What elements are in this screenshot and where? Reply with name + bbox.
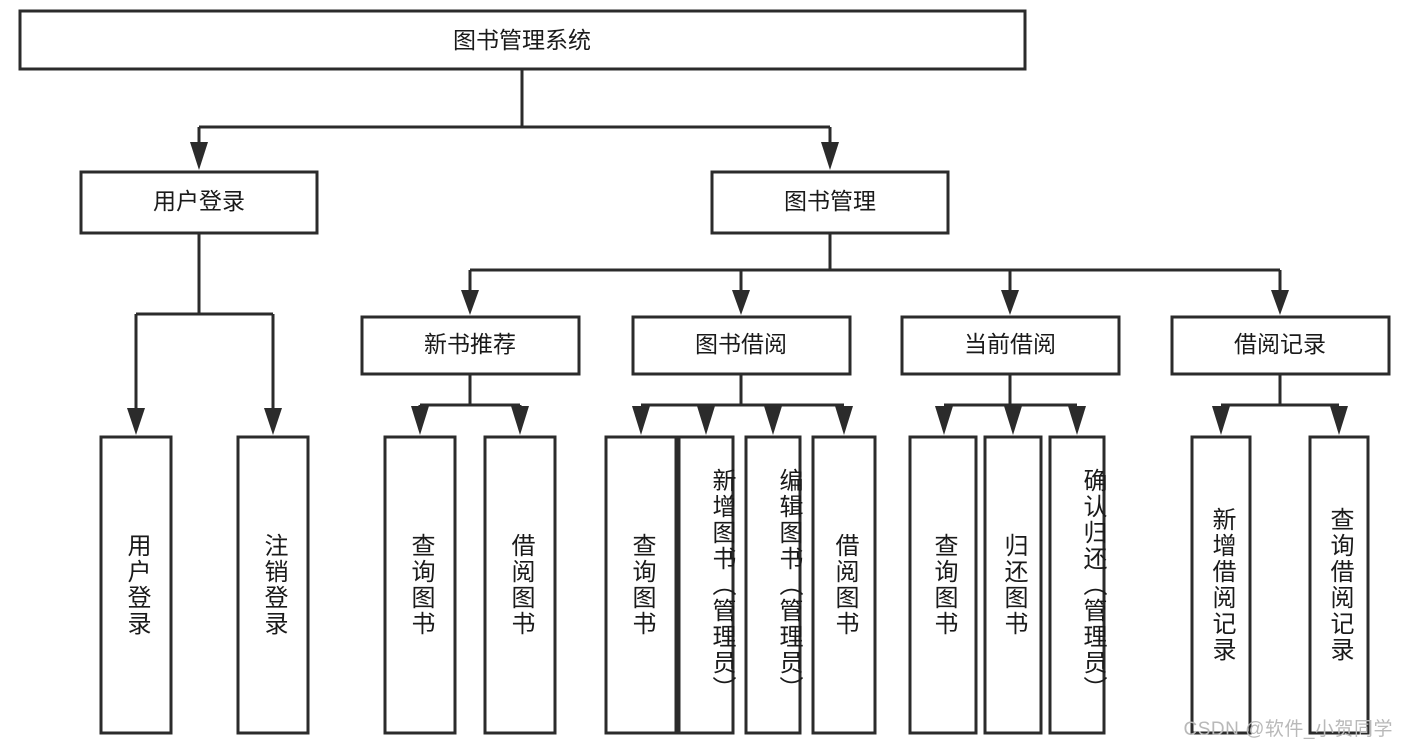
node-label-root: 图书管理系统 (453, 27, 591, 53)
node-label-book-management: 图书管理 (784, 188, 876, 214)
arrow-leaf-user-login (127, 408, 145, 435)
leaf-box-bookborrow-add[interactable] (677, 435, 735, 735)
leaf-box-newbook-query[interactable] (383, 435, 457, 735)
arrow-leaf-nb-borrow (511, 406, 529, 435)
csdn-watermark: CSDN @软件_小贺同学 (1183, 719, 1393, 740)
leaf-box-bookborrow-edit[interactable] (744, 435, 802, 735)
node-label-new-book-recommend: 新书推荐 (424, 331, 516, 357)
node-box-book-borrow[interactable] (631, 315, 852, 376)
node-label-book-borrow: 图书借阅 (695, 331, 787, 357)
node-box-book-management[interactable] (710, 170, 950, 235)
arrow-leaf-logout (264, 408, 282, 435)
node-label-user-login: 用户登录 (153, 188, 245, 214)
leaf-box-currentborrow-query[interactable] (908, 435, 978, 735)
leaf-box-borrowrecord-add[interactable] (1190, 435, 1252, 735)
node-box-root[interactable] (18, 9, 1027, 71)
arrow-leaf-cb-query (935, 406, 953, 435)
connectors-layer (127, 69, 1348, 435)
arrow-to-current-borrow (1001, 290, 1019, 315)
node-box-user-login[interactable] (79, 170, 319, 235)
leaf-box-currentborrow-confirm[interactable] (1048, 435, 1106, 735)
arrow-leaf-bb-query (632, 406, 650, 435)
leaf-box-newbook-borrow[interactable] (483, 435, 557, 735)
node-label-borrow-record: 借阅记录 (1234, 331, 1326, 357)
leaf-box-borrowrecord-query[interactable] (1308, 435, 1370, 735)
arrow-leaf-bb-borrow (835, 406, 853, 435)
arrow-leaf-cb-return (1004, 406, 1022, 435)
arrow-leaf-bb-add (697, 406, 715, 435)
arrow-leaf-br-query (1330, 406, 1348, 435)
arrow-to-new-book (461, 290, 479, 315)
leaf-box-bookborrow-borrow[interactable] (811, 435, 877, 735)
leaf-box-currentborrow-return[interactable] (983, 435, 1043, 735)
arrow-leaf-cb-confirm (1068, 406, 1086, 435)
leaf-box-user-login-login[interactable] (99, 435, 173, 735)
node-box-new-book-recommend[interactable] (360, 315, 581, 376)
node-box-borrow-record[interactable] (1170, 315, 1391, 376)
nodes-layer: 图书管理系统 用户登录 图书管理 新书推荐 图书借阅 当前借阅 借阅记录 (18, 9, 1391, 735)
arrow-leaf-nb-query (411, 406, 429, 435)
leaf-box-bookborrow-query[interactable] (604, 435, 678, 735)
leaf-box-user-login-logout[interactable] (236, 435, 310, 735)
arrow-to-borrow-record (1271, 290, 1289, 315)
arrow-to-book-borrow (732, 290, 750, 315)
node-box-current-borrow[interactable] (900, 315, 1121, 376)
arrow-to-bookmgmt (821, 142, 839, 170)
arrow-leaf-br-add (1212, 406, 1230, 435)
arrow-to-userlogin (190, 142, 208, 170)
arrow-leaf-bb-edit (764, 406, 782, 435)
node-label-current-borrow: 当前借阅 (964, 331, 1056, 357)
